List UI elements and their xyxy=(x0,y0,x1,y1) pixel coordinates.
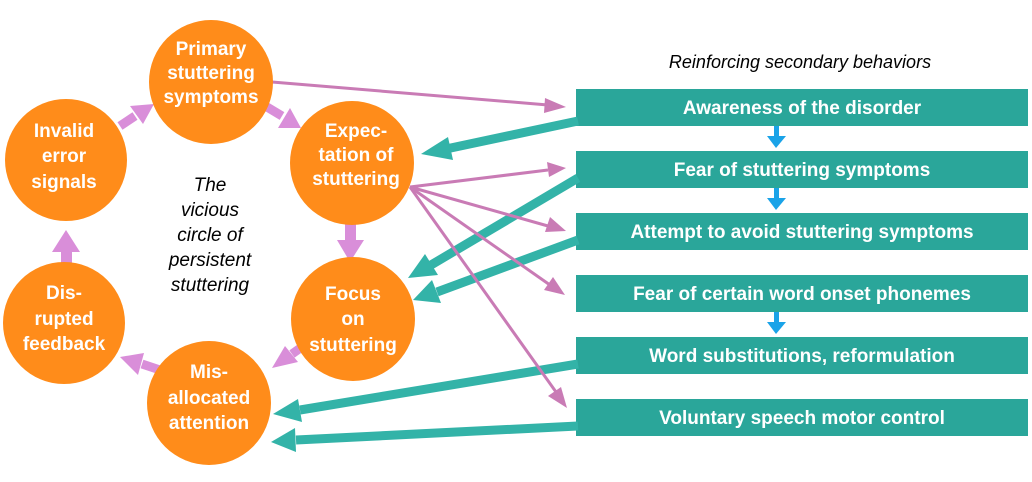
circle-focus-line2: on xyxy=(341,309,364,330)
center-label-line4: persistent xyxy=(168,250,252,271)
down-arrow-1 xyxy=(767,126,786,148)
header-label: Reinforcing secondary behaviors xyxy=(669,52,931,72)
circle-focus-line1: Focus xyxy=(325,284,381,305)
circle-invalid-line2: error xyxy=(42,146,87,167)
center-label-line5: stuttering xyxy=(171,275,250,296)
circle-misallocated-line1: Mis- xyxy=(190,362,228,383)
circle-expectation-line2: tation of xyxy=(319,145,395,166)
pink-arrow-expectation-to-voluntary xyxy=(408,186,567,408)
circle-misallocated-line3: attention xyxy=(169,413,249,434)
circle-focus-line3: stuttering xyxy=(309,335,397,356)
box-voluntary: Voluntary speech motor control xyxy=(576,399,1028,436)
circle-invalid: Invalid error signals xyxy=(5,99,127,221)
center-label-line1: The xyxy=(194,175,227,196)
box-fear-symptoms-label: Fear of stuttering symptoms xyxy=(674,160,931,181)
down-arrow-3 xyxy=(767,312,786,334)
box-fear-phonemes-label: Fear of certain word onset phonemes xyxy=(633,284,971,305)
circle-invalid-line1: Invalid xyxy=(34,121,94,142)
box-voluntary-label: Voluntary speech motor control xyxy=(659,408,945,429)
center-label-line2: vicious xyxy=(181,200,240,221)
pink-arrow-expectation-to-phonemes xyxy=(409,185,565,295)
circle-disrupted-line3: feedback xyxy=(23,334,106,355)
circle-disrupted-line2: rupted xyxy=(34,309,93,330)
teal-arrow-substitutions-to-misallocated xyxy=(273,359,579,422)
circle-disrupted-line1: Dis- xyxy=(46,283,82,304)
circle-focus: Focus on stuttering xyxy=(291,257,415,381)
center-label: The vicious circle of persistent stutter… xyxy=(168,175,252,296)
box-fear-phonemes: Fear of certain word onset phonemes xyxy=(576,275,1028,312)
circle-primary-line3: symptoms xyxy=(163,87,258,108)
circle-primary-line1: Primary xyxy=(176,39,247,60)
circle-misallocated-line2: allocated xyxy=(168,388,250,409)
box-fear-symptoms: Fear of stuttering symptoms xyxy=(576,151,1028,188)
circle-invalid-line3: signals xyxy=(31,172,96,193)
center-label-line3: circle of xyxy=(177,225,244,246)
circle-expectation-line1: Expec- xyxy=(325,121,387,142)
circle-misallocated: Mis- allocated attention xyxy=(147,341,271,465)
circle-expectation: Expec- tation of stuttering xyxy=(290,101,414,225)
cycle-arrow-invalid-to-primary xyxy=(117,104,154,130)
teal-arrow-awareness-to-expectation xyxy=(421,116,579,160)
circle-primary-line2: stuttering xyxy=(167,63,255,84)
cycle-arrow-misallocated-to-disrupted xyxy=(120,353,162,375)
box-awareness: Awareness of the disorder xyxy=(576,89,1028,126)
cycle-arrow-primary-to-expectation xyxy=(259,100,301,128)
cycle-arrow-expectation-to-focus xyxy=(337,224,364,262)
pink-arrow-primary-to-awareness xyxy=(271,80,566,113)
down-arrow-2 xyxy=(767,188,786,210)
teal-arrow-voluntary-to-misallocated xyxy=(271,421,579,452)
pink-arrow-expectation-to-fear xyxy=(409,162,566,189)
box-awareness-label: Awareness of the disorder xyxy=(683,98,922,119)
pink-arrow-expectation-to-avoid xyxy=(409,185,566,232)
circle-primary-symptoms: Primary stuttering symptoms xyxy=(149,20,273,144)
box-avoid-label: Attempt to avoid stuttering symptoms xyxy=(630,222,973,243)
box-substitutions-label: Word substitutions, reformulation xyxy=(649,346,955,367)
box-avoid: Attempt to avoid stuttering symptoms xyxy=(576,213,1028,250)
circle-expectation-line3: stuttering xyxy=(312,169,400,190)
circle-disrupted: Dis- rupted feedback xyxy=(3,262,125,384)
cycle-arrow-disrupted-to-invalid xyxy=(52,230,80,266)
box-substitutions: Word substitutions, reformulation xyxy=(576,337,1028,374)
teal-arrow-avoid-to-focus xyxy=(413,235,580,303)
